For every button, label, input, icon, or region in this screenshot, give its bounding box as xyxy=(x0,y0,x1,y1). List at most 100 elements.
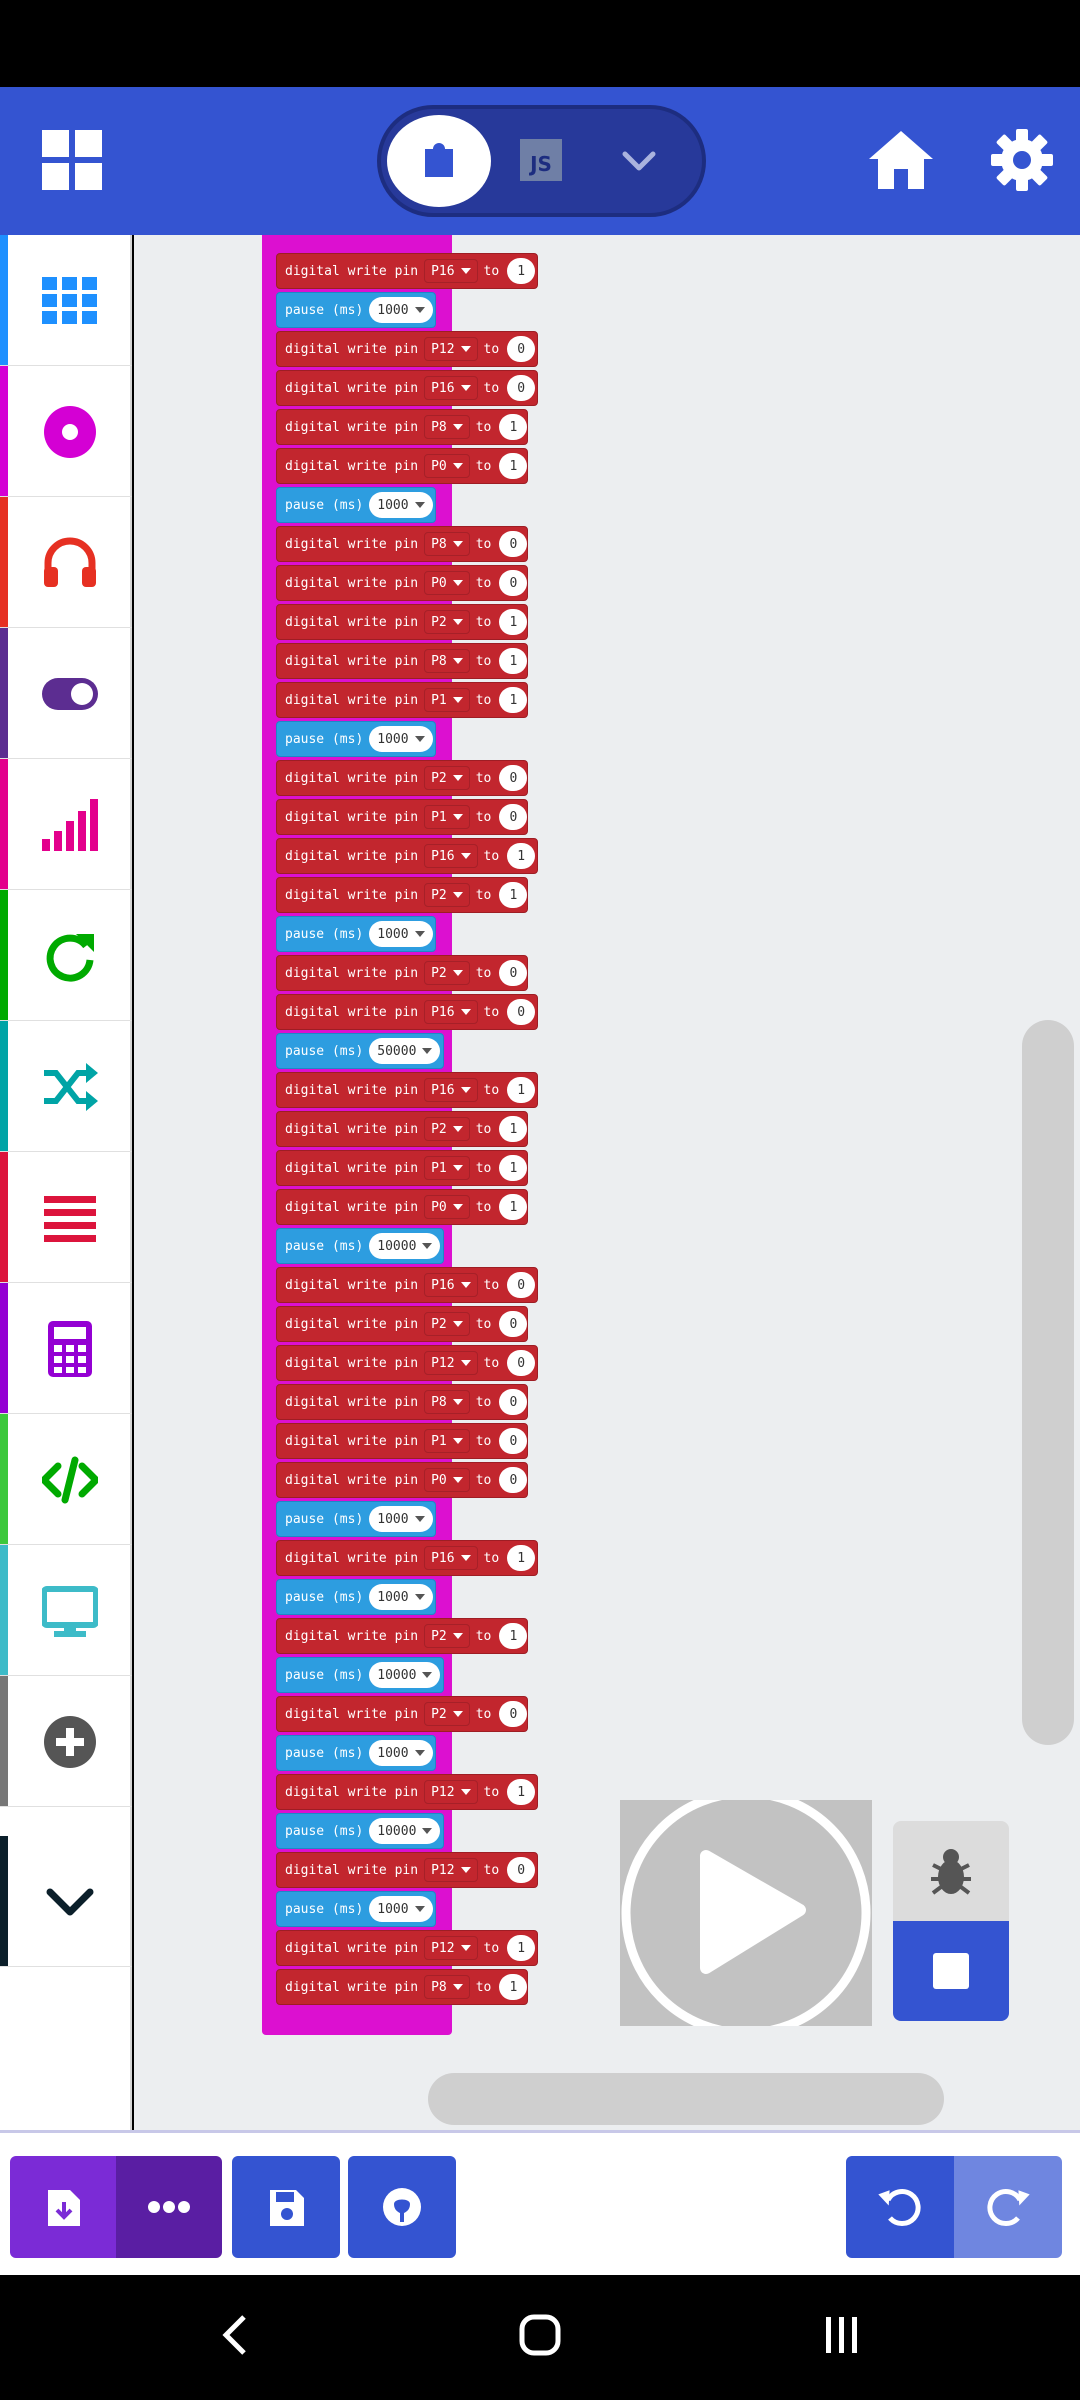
pin-dropdown[interactable]: P1 xyxy=(424,688,470,712)
pause-block[interactable]: pause (ms)1000 xyxy=(276,1891,436,1927)
category-game[interactable] xyxy=(0,1545,132,1676)
pin-dropdown[interactable]: P16 xyxy=(424,844,478,868)
category-math[interactable] xyxy=(0,1283,132,1414)
pin-dropdown[interactable]: P2 xyxy=(424,1117,470,1141)
pin-dropdown[interactable]: P8 xyxy=(424,532,470,556)
pin-dropdown[interactable]: P2 xyxy=(424,1702,470,1726)
pause-duration-dropdown[interactable]: 1000 xyxy=(369,1506,433,1532)
back-icon[interactable] xyxy=(206,2305,266,2365)
settings-button[interactable] xyxy=(989,127,1055,193)
value-input[interactable]: 1 xyxy=(499,882,528,908)
pin-dropdown[interactable]: P2 xyxy=(424,883,470,907)
pin-dropdown[interactable]: P0 xyxy=(424,1468,470,1492)
value-input[interactable]: 0 xyxy=(499,1311,528,1337)
pause-block[interactable]: pause (ms)1000 xyxy=(276,916,436,952)
menu-grid-button[interactable] xyxy=(42,130,102,190)
value-input[interactable]: 1 xyxy=(507,843,536,869)
pin-dropdown[interactable]: P16 xyxy=(424,1273,478,1297)
value-input[interactable]: 0 xyxy=(507,1857,536,1883)
value-input[interactable]: 1 xyxy=(499,609,528,635)
home-button[interactable] xyxy=(866,127,936,191)
pause-duration-dropdown[interactable]: 10000 xyxy=(369,1818,441,1844)
value-input[interactable]: 1 xyxy=(499,1974,528,2000)
pause-duration-dropdown[interactable]: 10000 xyxy=(369,1233,441,1259)
value-input[interactable]: 0 xyxy=(507,1350,536,1376)
pin-dropdown[interactable]: P2 xyxy=(424,610,470,634)
pin-dropdown[interactable]: P12 xyxy=(424,1936,478,1960)
value-input[interactable]: 0 xyxy=(507,375,536,401)
pin-dropdown[interactable]: P1 xyxy=(424,1156,470,1180)
value-input[interactable]: 1 xyxy=(507,1545,536,1571)
value-input[interactable]: 1 xyxy=(499,453,528,479)
pin-dropdown[interactable]: P16 xyxy=(424,1000,478,1024)
pause-duration-dropdown[interactable]: 1000 xyxy=(369,492,433,518)
more-options-button[interactable] xyxy=(116,2156,222,2258)
pin-dropdown[interactable]: P0 xyxy=(424,454,470,478)
pause-block[interactable]: pause (ms)1000 xyxy=(276,721,436,757)
pause-block[interactable]: pause (ms)10000 xyxy=(276,1657,444,1693)
category-input[interactable] xyxy=(0,366,132,497)
value-input[interactable]: 0 xyxy=(499,531,528,557)
pin-dropdown[interactable]: P2 xyxy=(424,1312,470,1336)
pin-dropdown[interactable]: P1 xyxy=(424,1429,470,1453)
undo-button[interactable] xyxy=(846,2156,954,2258)
pause-block[interactable]: pause (ms)10000 xyxy=(276,1228,444,1264)
pause-block[interactable]: pause (ms)10000 xyxy=(276,1813,444,1849)
pin-dropdown[interactable]: P8 xyxy=(424,649,470,673)
category-variables[interactable] xyxy=(0,1152,132,1283)
value-input[interactable]: 0 xyxy=(499,804,528,830)
category-advanced[interactable] xyxy=(0,1836,132,1967)
pin-dropdown[interactable]: P1 xyxy=(424,805,470,829)
recent-apps-icon[interactable] xyxy=(812,2305,872,2365)
value-input[interactable]: 0 xyxy=(499,1389,528,1415)
value-input[interactable]: 1 xyxy=(499,1623,528,1649)
value-input[interactable]: 0 xyxy=(507,1272,536,1298)
pin-dropdown[interactable]: P0 xyxy=(424,571,470,595)
download-button[interactable] xyxy=(10,2156,116,2258)
pause-duration-dropdown[interactable]: 1000 xyxy=(369,921,433,947)
debug-button[interactable] xyxy=(893,1821,1009,1921)
pin-dropdown[interactable]: P16 xyxy=(424,1546,478,1570)
category-basic[interactable] xyxy=(0,235,132,366)
category-loops[interactable] xyxy=(0,890,132,1021)
javascript-editor-button[interactable]: JS xyxy=(520,139,562,181)
value-input[interactable]: 1 xyxy=(499,414,528,440)
pause-duration-dropdown[interactable]: 1000 xyxy=(369,1740,433,1766)
value-input[interactable]: 1 xyxy=(499,1155,528,1181)
pin-dropdown[interactable]: P16 xyxy=(424,1078,478,1102)
blocks-editor-button[interactable] xyxy=(387,115,491,207)
pin-dropdown[interactable]: P16 xyxy=(424,259,478,283)
category-music[interactable] xyxy=(0,497,132,628)
value-input[interactable]: 1 xyxy=(507,1935,536,1961)
pin-dropdown[interactable]: P2 xyxy=(424,766,470,790)
pause-block[interactable]: pause (ms)1000 xyxy=(276,1579,436,1615)
pause-block[interactable]: pause (ms)1000 xyxy=(276,292,436,328)
pause-duration-dropdown[interactable]: 1000 xyxy=(369,297,433,323)
vertical-scrollbar[interactable] xyxy=(1022,1020,1074,1745)
pin-dropdown[interactable]: P12 xyxy=(424,1351,478,1375)
pin-dropdown[interactable]: P2 xyxy=(424,1624,470,1648)
pause-duration-dropdown[interactable]: 10000 xyxy=(369,1662,441,1688)
pin-dropdown[interactable]: P2 xyxy=(424,961,470,985)
